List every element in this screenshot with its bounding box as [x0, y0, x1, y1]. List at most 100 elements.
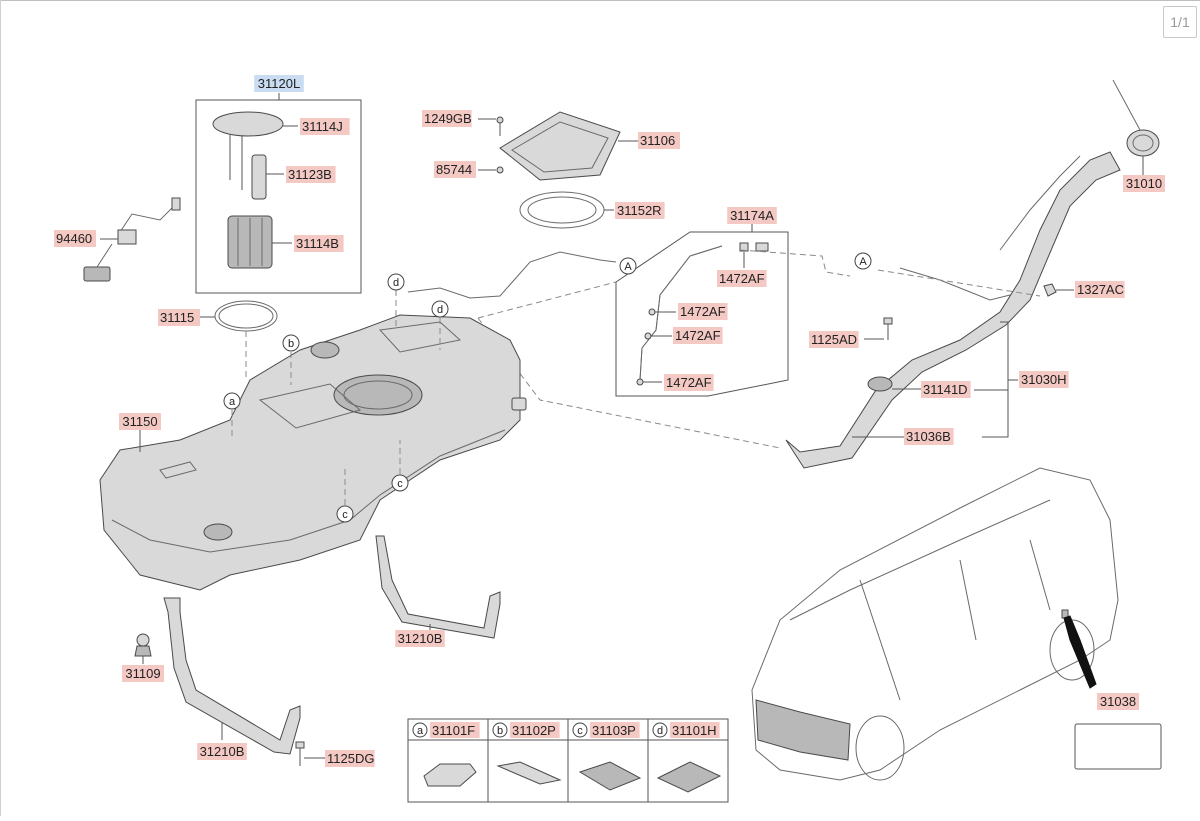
part-label-31010[interactable]: 31010 — [1123, 175, 1165, 192]
part-label-31114j[interactable]: 31114J — [300, 118, 350, 135]
part-number-text: 1125DG — [327, 751, 374, 766]
part-label-31174a[interactable]: 31174A — [727, 207, 777, 224]
fuel-pump-reservoir-icon — [227, 215, 292, 269]
frame-border-top — [0, 0, 1200, 1]
svg-text:d: d — [393, 277, 399, 289]
rubber-pad-d-icon — [656, 761, 722, 793]
part-label-31120l[interactable]: 31120L — [254, 75, 304, 92]
part-label-1249gb[interactable]: 1249GB — [422, 110, 472, 127]
svg-text:31103P: 31103P — [592, 723, 636, 738]
svg-text:31102P: 31102P — [512, 723, 556, 738]
part-label-31038[interactable]: 31038 — [1097, 693, 1139, 710]
fuel-cap-icon — [1112, 79, 1160, 176]
legend-cell-a[interactable]: a 31101F — [412, 722, 480, 738]
vehicle-location-icon — [751, 467, 1162, 781]
legend-cell-b[interactable]: b 31102P — [492, 722, 560, 738]
svg-text:31101F: 31101F — [432, 723, 475, 738]
part-label-1125ad[interactable]: 1125AD — [809, 331, 859, 348]
part-label-31150[interactable]: 31150 — [119, 413, 161, 430]
tank-strap-right-icon — [375, 535, 501, 639]
part-label-31109[interactable]: 31109 — [122, 665, 164, 682]
part-label-31141d[interactable]: 31141D — [921, 381, 971, 398]
callout-marker-d1: d — [387, 273, 405, 291]
part-number-text: 31114J — [302, 119, 343, 134]
vapor-hose-set-icon — [636, 242, 769, 386]
rubber-pad-b-icon — [496, 761, 562, 785]
callout-marker-a: a — [223, 392, 241, 410]
callout-marker-b: b — [282, 334, 300, 352]
nut-31109-icon — [134, 633, 152, 664]
svg-text:A: A — [859, 256, 867, 268]
svg-text:d: d — [657, 725, 663, 737]
rubber-pad-a-icon — [423, 763, 477, 787]
frame-border-left — [0, 0, 1, 816]
part-number-text: 31010 — [1126, 176, 1162, 191]
svg-text:d: d — [437, 304, 443, 316]
part-label-31115[interactable]: 31115 — [158, 309, 200, 326]
fuel-pump-flange-icon — [212, 111, 298, 190]
bolt-1125DG-icon — [295, 741, 326, 766]
svg-text:b: b — [497, 725, 503, 737]
part-number-text: 31152R — [617, 203, 662, 218]
part-label-1472af_2[interactable]: 1472AF — [678, 303, 728, 320]
tank-access-cover-icon — [478, 111, 638, 181]
fuel-sender-unit-icon — [83, 197, 181, 282]
part-number-text: 31174A — [730, 208, 774, 223]
svg-text:a: a — [417, 725, 424, 737]
part-label-31106[interactable]: 31106 — [638, 132, 680, 149]
legend-cell-c[interactable]: c 31103P — [572, 722, 640, 738]
part-label-1327ac[interactable]: 1327AC — [1075, 281, 1125, 298]
svg-text:c: c — [577, 725, 583, 737]
svg-text:b: b — [288, 338, 294, 350]
rubber-pad-c-icon — [578, 761, 642, 791]
svg-text:a: a — [229, 396, 236, 408]
lock-ring-gasket-icon — [519, 191, 614, 229]
part-label-1472af_4[interactable]: 1472AF — [664, 374, 714, 391]
part-number-text: 1249GB — [424, 111, 472, 126]
callout-marker-c1: c — [336, 505, 354, 523]
part-number-text: 94460 — [56, 231, 92, 246]
bolt-1125AD-icon — [864, 317, 893, 340]
part-number-text: 1472AF — [719, 271, 765, 286]
callout-marker-c2: c — [391, 474, 409, 492]
vapor-hose-kit-box — [615, 231, 789, 397]
fuel-tank-icon — [99, 314, 527, 591]
part-number-text: 31109 — [125, 666, 160, 681]
part-label-94460[interactable]: 94460 — [54, 230, 96, 247]
part-number-text: 1327AC — [1077, 282, 1124, 297]
svg-text:c: c — [342, 509, 348, 521]
part-label-1472af_1[interactable]: 1472AF — [717, 270, 767, 287]
callout-marker-d2: d — [431, 300, 449, 318]
part-number-text: 1472AF — [666, 375, 712, 390]
part-number-text: 31141D — [923, 382, 968, 397]
part-label-31210b_2[interactable]: 31210B — [197, 743, 247, 760]
legend-table — [407, 718, 729, 803]
part-label-31123b[interactable]: 31123B — [286, 166, 336, 183]
page-indicator[interactable]: 1/1 — [1163, 6, 1197, 38]
svg-text:A: A — [624, 261, 632, 273]
part-label-85744[interactable]: 85744 — [434, 161, 476, 178]
part-number-text: 31030H — [1021, 372, 1067, 387]
part-number-text: 31036B — [906, 429, 951, 444]
part-label-31036b[interactable]: 31036B — [904, 428, 954, 445]
part-label-31152r[interactable]: 31152R — [615, 202, 665, 219]
part-number-text: 31106 — [640, 133, 675, 148]
part-label-31030h[interactable]: 31030H — [1019, 371, 1069, 388]
legend-cell-d[interactable]: d 31101H — [652, 722, 720, 738]
part-number-text: 31123B — [288, 167, 332, 182]
part-number-text: 31210B — [398, 631, 443, 646]
tank-strap-left-icon — [163, 597, 301, 755]
callout-marker-a2: A — [854, 252, 872, 270]
part-label-1125dg[interactable]: 1125DG — [325, 750, 375, 767]
part-number-text: 1472AF — [680, 304, 726, 319]
grommet-icon — [1043, 283, 1074, 297]
part-number-text: 31038 — [1100, 694, 1136, 709]
part-number-text: 31210B — [200, 744, 245, 759]
svg-text:31101H: 31101H — [672, 723, 717, 738]
part-label-1472af_3[interactable]: 1472AF — [673, 327, 723, 344]
part-label-31114b[interactable]: 31114B — [294, 235, 344, 252]
part-number-text: 31150 — [122, 414, 157, 429]
part-label-31210b_1[interactable]: 31210B — [395, 630, 445, 647]
